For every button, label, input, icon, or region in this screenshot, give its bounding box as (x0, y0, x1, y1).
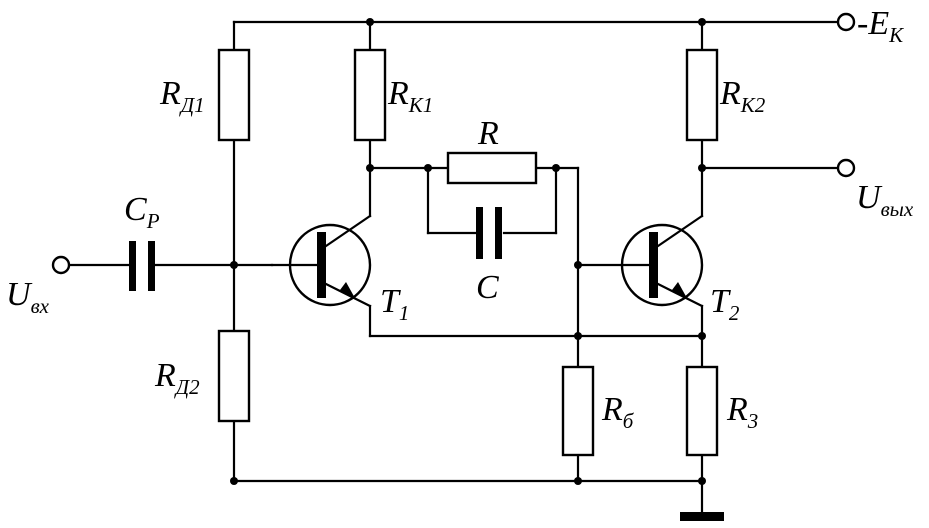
label-rk2: RK2 (719, 75, 766, 117)
resistor-r3 (685, 365, 719, 457)
label-rb: Rб (601, 391, 635, 433)
input-terminal (51, 255, 71, 275)
label-rk1: RK1 (387, 75, 433, 117)
label-rd2: RД2 (154, 357, 200, 399)
resistor-rk2 (685, 48, 719, 142)
capacitor-c (476, 207, 502, 259)
resistor-rb (561, 365, 595, 457)
label-cp: CP (124, 191, 160, 233)
capacitor-cp (129, 241, 155, 291)
resistor-rk1 (353, 48, 387, 142)
label-t1: T1 (380, 283, 409, 325)
label-t2: T2 (710, 283, 740, 325)
label-uin: Uвх (6, 276, 50, 318)
resistor-rd2 (217, 329, 251, 423)
output-terminal (836, 158, 856, 178)
transistor-t1 (270, 214, 372, 308)
resistor-rd1 (217, 48, 251, 142)
transistor-t2 (620, 214, 704, 308)
label-ek: -EK (857, 5, 904, 47)
label-r3: R3 (726, 391, 758, 433)
ground-symbol (680, 512, 724, 521)
supply-terminal (836, 12, 856, 32)
label-uout: Uвых (856, 179, 914, 221)
resistor-r (446, 151, 538, 185)
label-c: C (476, 269, 499, 306)
label-r: R (477, 115, 499, 152)
junction-dots (230, 18, 706, 485)
label-rd1: RД1 (159, 75, 205, 117)
